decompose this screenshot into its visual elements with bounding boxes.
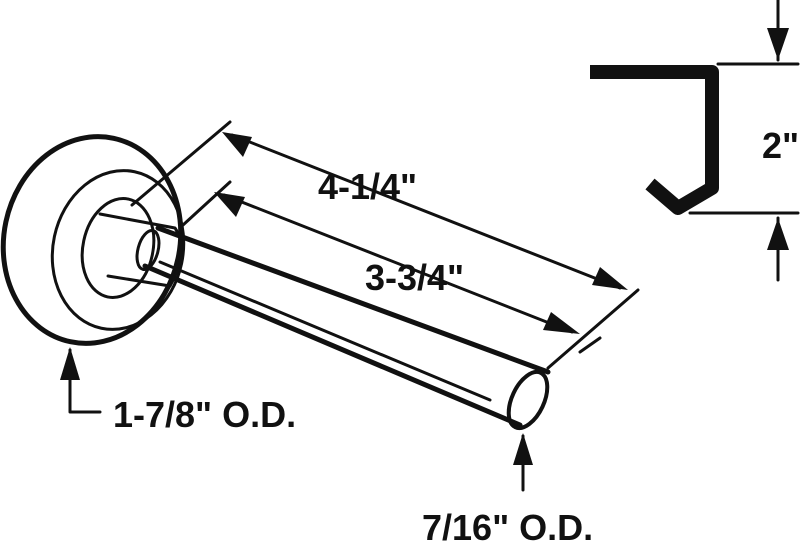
arrow-icon [543, 312, 580, 334]
label-overall-length: 4-1/4" [318, 166, 417, 207]
stem [135, 225, 551, 431]
label-stem-diameter: 7/16" O.D. [422, 507, 593, 548]
arrow-icon [222, 132, 252, 157]
label-track-depth: 2" [762, 125, 799, 166]
label-stem-length: 3-3/4" [365, 257, 464, 298]
arrow-icon [214, 192, 245, 217]
dimension-line-overall [230, 133, 622, 290]
label-wheel-diameter: 1-7/8" O.D. [113, 394, 296, 435]
dimension-line-stem [222, 193, 574, 334]
track-profile [590, 65, 719, 215]
arrow-icon [513, 433, 533, 465]
arrow-icon [60, 347, 80, 380]
arrow-icon [592, 267, 628, 290]
arrow-icon [767, 28, 789, 60]
wheel [0, 134, 186, 346]
arrow-icon [767, 218, 789, 250]
